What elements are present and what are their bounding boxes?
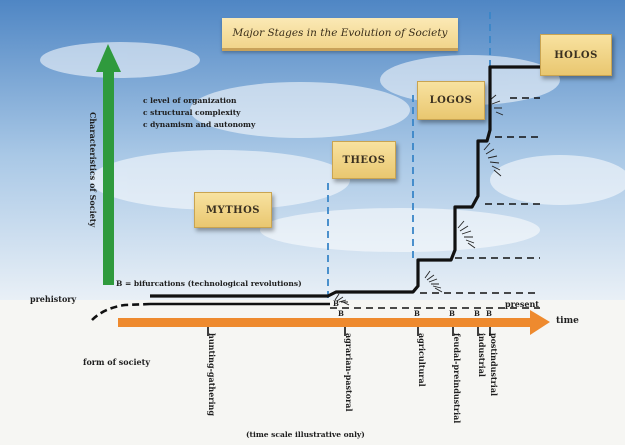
time-label: time [556,316,579,326]
society-form-postindustrial: postindustrial [489,333,499,397]
bifurcation-marker: B [414,309,420,318]
bifurcation-marker: B [486,309,492,318]
time-scale-note: (time scale illustrative only) [246,430,365,439]
society-form-agrarian-pastoral: agrarian-pastoral [344,333,354,412]
y-axis-arrow-shaft [103,70,114,285]
stage-theos: THEOS [332,141,396,179]
form-of-society-label: form of society [83,357,150,367]
society-form-agricultural: agricultural [417,333,427,387]
bifurcation-marker: B [338,309,344,318]
evolution-step-line [150,65,545,298]
stage-holos: HOLOS [540,34,612,76]
bifurcation-marker: B [474,309,480,318]
dashed-level-lines [330,97,540,309]
bifurcation-marker: B [449,309,455,318]
characteristic-3: c dynamism and autonomy [143,120,256,129]
diagram-title: Major Stages in the Evolution of Society [222,18,458,51]
society-form-hunting-gathering: hunting-gathering [207,333,217,416]
bifurcation-fans [334,94,504,306]
clouds [40,42,625,252]
time-arrow-head [530,310,550,335]
y-axis-arrow-head [96,44,121,72]
stage-logos: LOGOS [417,81,485,120]
characteristic-2: c structural complexity [143,108,241,117]
prehistory-dashed-line [91,302,151,321]
time-ticks [207,327,491,336]
characteristic-1: c level of organization [143,96,237,105]
society-form-industrial: industrial [477,333,487,377]
society-form-feudal-preindustrial: feudal-preindustrial [452,333,462,424]
stage-mythos: MYTHOS [194,192,272,228]
present-label: present [505,299,540,309]
y-axis-label: Characteristics of Society [88,112,98,228]
bifurcation-note: B = bifurcations (technological revoluti… [116,279,302,288]
prehistory-label: prehistory [30,294,77,304]
bifurcation-marker: B [333,299,339,308]
time-arrow-shaft [118,318,533,327]
